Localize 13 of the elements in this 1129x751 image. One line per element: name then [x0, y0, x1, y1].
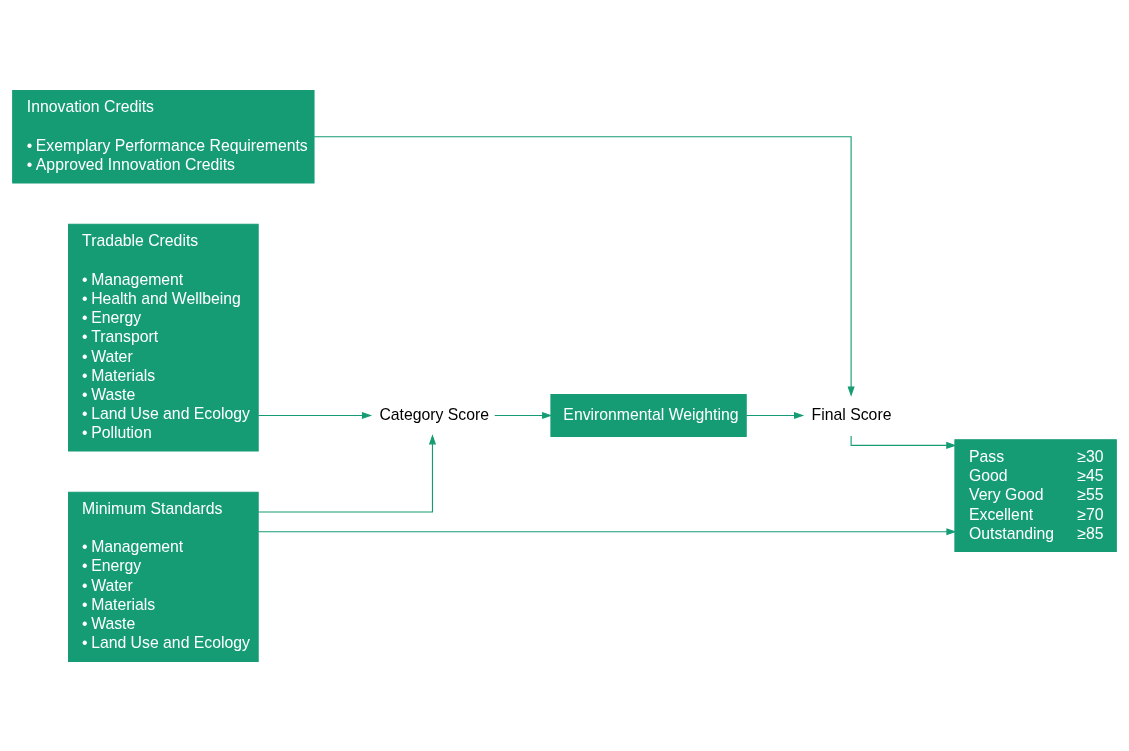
node-box: Innovation Credits • Exemplary Performance Requirements • Approved Innovation Credits	[12, 89, 315, 184]
node-box: Tradable Credits • Management • Health and Wellbeing • Energy • Transport • Water • Materials • Waste • Land Use and Ecology • Pollution	[68, 223, 259, 452]
node-text: Category Score	[379, 405, 490, 423]
arrow	[257, 433, 437, 513]
arrow	[313, 135, 855, 397]
arrow	[745, 411, 805, 419]
node-box: Minimum Standards • Management • Energy • Water • Materials • Waste • Land Use and Ecology	[68, 491, 259, 662]
arrow	[257, 411, 373, 419]
node-box: Pass ≥30 Good ≥45 Very Good ≥55 Excellent ≥70 Outstanding ≥85	[954, 438, 1117, 552]
node-box: Environmental Weighting	[550, 393, 747, 437]
node-text: Final Score	[811, 405, 892, 423]
arrow	[494, 411, 553, 419]
arrow	[257, 527, 957, 535]
